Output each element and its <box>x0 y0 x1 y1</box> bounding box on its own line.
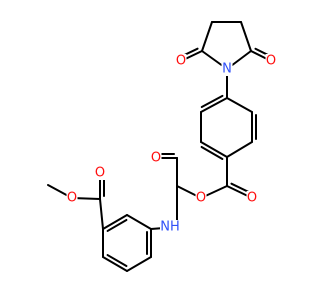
bond-benzene2-4-second <box>106 254 128 268</box>
bond-benzene1-4-second <box>200 145 224 160</box>
molecule-structure-diagram: O O N O O O NH O O <box>47 21 277 272</box>
atom-label-background <box>160 220 180 234</box>
bond-benzene2-2-second <box>106 218 128 232</box>
bond-aryl-methylester-carbon <box>99 198 104 230</box>
atom-label-background <box>221 62 233 76</box>
bond-benzene2-1 <box>126 214 152 230</box>
bond-benzene1-6-second <box>200 94 224 109</box>
atom-label-o-carbonyl-ester-top: O <box>247 191 257 206</box>
atom-label-background <box>246 191 258 205</box>
bond-benzene1-1 <box>226 97 253 113</box>
bond-benzene1-6 <box>200 97 228 113</box>
atom-label-background <box>265 54 277 68</box>
atom-label-o-ester-link: O <box>196 191 206 206</box>
bond-ring-c-ch2 <box>201 21 213 52</box>
atom-label-o-methylester-carbonyl: O <box>95 166 105 181</box>
atom-label-background <box>66 191 78 205</box>
bond-benzene2-5 <box>126 256 152 272</box>
bond-benzene1-3 <box>226 141 253 158</box>
atom-label-background <box>195 191 207 205</box>
atom-label-o-imide-left: O <box>176 54 186 69</box>
atom-label-o-amide: O <box>151 151 161 166</box>
atom-label-n-amide: NH <box>160 220 180 235</box>
bond-benzene1-4 <box>200 141 228 158</box>
atom-label-o-methylester-link: O <box>67 191 77 206</box>
bond-ring-ch2-c <box>240 21 252 52</box>
atom-label-o-imide-right: O <box>266 54 276 69</box>
atom-label-background <box>150 151 162 165</box>
atom-label-background <box>175 54 187 68</box>
bond-benzene2-4 <box>102 256 128 272</box>
bond-benzene2-2 <box>102 214 128 230</box>
atom-label-n-imide: N <box>222 62 232 77</box>
atom-label-background <box>94 166 106 180</box>
atom-label-layer: O O N O O O NH O O <box>66 54 277 235</box>
